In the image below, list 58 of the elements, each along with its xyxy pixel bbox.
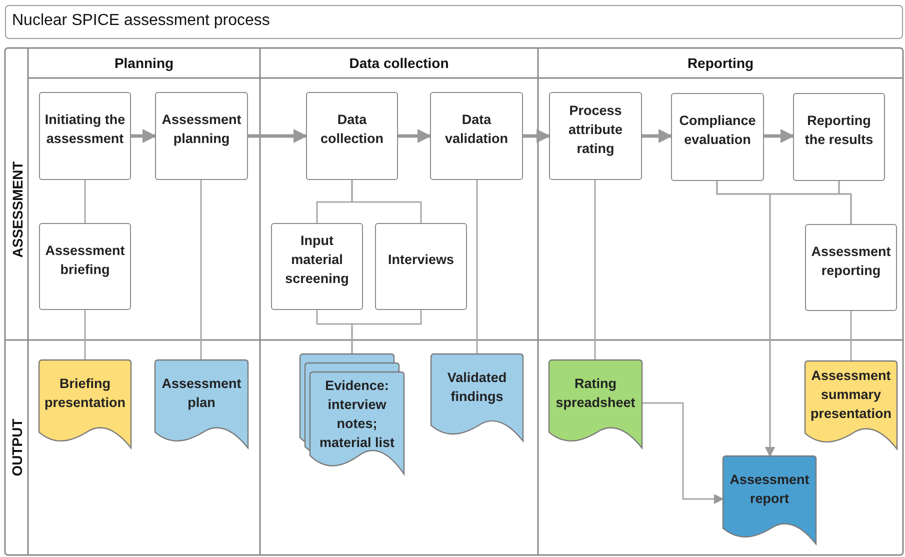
phase-header: Reporting [687,55,754,71]
connector-line [200,180,202,360]
connector-line [838,181,852,224]
process-box [271,223,363,310]
process-box [306,92,398,180]
document-shape [805,361,897,449]
document-shape [155,360,248,448]
node-label: Interviews [388,251,454,269]
connector-line [476,180,478,354]
node-label: Assessment summary presentation [809,367,892,423]
phase-header: Data collection [349,55,449,71]
document-shape [723,456,816,544]
process-box [805,224,897,311]
node-label: Assessment briefing [44,242,126,278]
node-label: Assessment plan [160,375,242,412]
node-label: Rating spreadsheet [554,375,636,412]
node-label: Reporting the results [804,112,874,149]
arrow [398,129,432,143]
document-shape [431,354,523,441]
node-label: Assessment reporting [810,242,892,280]
phase-header: Planning [114,55,174,71]
document-shape [549,360,642,448]
node-label: Input material screening [284,232,350,288]
diagram-title: Nuclear SPICE assessment process [5,5,903,39]
connector-line [351,310,422,354]
process-box [793,93,885,181]
lane-label: OUTPUT [8,418,24,476]
connector-line [850,311,852,361]
arrow [764,129,794,143]
process-box [39,92,131,180]
node-label: Initiating the assessment [44,111,126,148]
node-label: Assessment planning [160,111,242,148]
arrow [248,129,308,143]
process-box [430,92,523,180]
process-box [375,223,467,310]
node-label: Validated findings [446,369,508,406]
arrow [131,129,156,143]
node-label: Compliance evaluation [678,112,757,149]
document-stack [300,354,404,474]
connector-line [84,310,86,360]
connector-line [351,180,422,223]
process-box [39,223,131,310]
arrow [642,129,672,143]
arrow [642,402,724,504]
lane-label: ASSESSMENT [8,160,24,258]
node-label: Assessment report [728,471,810,508]
document-shape [39,360,131,448]
process-box [671,93,764,181]
node-label: Data validation [444,111,509,148]
process-box [155,92,248,180]
node-label: Data collection [319,111,384,148]
node-label: Evidence: interview notes; material list [318,377,396,452]
node-label: Briefing presentation [43,375,126,412]
node-label: Process attribute rating [568,102,624,158]
process-box [549,92,642,180]
connector-line [594,180,596,360]
arrow [523,129,550,143]
connector-line [84,180,86,223]
